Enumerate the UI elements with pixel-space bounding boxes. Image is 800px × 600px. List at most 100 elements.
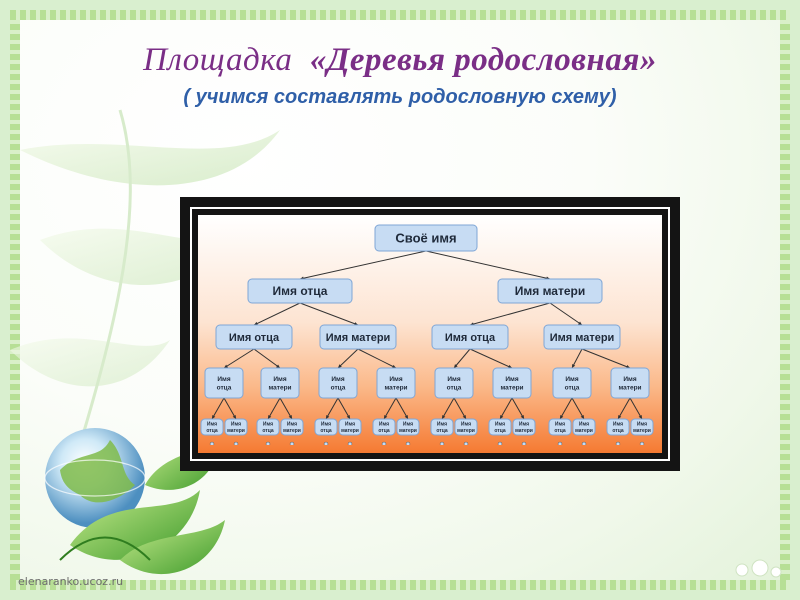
- tree-connector: [358, 349, 396, 368]
- tree-node-ancestor-father: Имяотца: [431, 419, 453, 435]
- tree-node-great-grandfather-label: отца: [565, 384, 580, 391]
- tree-node-great-grandfather-label: Имя: [447, 376, 460, 383]
- tree-node-ancestor-mother-label: матери: [227, 428, 245, 434]
- tree-node-grandfather-label: Имя отца: [229, 332, 280, 344]
- tree-node-great-grandmother-label: матери: [500, 384, 523, 391]
- tree-node-cutoff: [582, 442, 586, 445]
- tree-node-grandmother-label: Имя матери: [326, 332, 391, 344]
- footer-url: elenaranko.ucoz.ru: [18, 575, 123, 588]
- tree-node-ancestor-mother-label: матери: [341, 428, 359, 434]
- tree-node-grandfather-label: Имя отца: [445, 332, 496, 344]
- tree-connector: [454, 398, 466, 419]
- tree-node-ancestor-father-label: Имя: [613, 422, 623, 428]
- tree-connector: [618, 398, 630, 419]
- tree-node-grandmother-label: Имя матери: [550, 332, 615, 344]
- tree-node-ancestor-father-label: отца: [378, 428, 390, 434]
- tree-node-ancestor-mother-label: матери: [515, 428, 533, 434]
- tree-node-self: Своё имя: [375, 225, 477, 251]
- tree-node-ancestor-mother-label: матери: [575, 428, 593, 434]
- tree-node-ancestor-father-label: отца: [206, 428, 218, 434]
- tree-connector: [550, 303, 582, 325]
- tree-node-cutoff: [640, 442, 644, 445]
- tree-node-ancestor-mother: Имяматери: [225, 419, 247, 435]
- tree-connector: [500, 398, 512, 419]
- tree-node-cutoff: [406, 442, 410, 445]
- tree-node-cutoff: [616, 442, 620, 445]
- tree-connector: [268, 398, 280, 419]
- tree-node-great-grandmother-label: матери: [268, 384, 291, 391]
- tree-node-ancestor-father-label: отца: [436, 428, 448, 434]
- tree-node-great-grandfather-label: отца: [217, 384, 232, 391]
- tree-node-ancestor-mother-label: Имя: [637, 422, 647, 428]
- tree-node-cutoff: [210, 442, 214, 445]
- tree-node-ancestor-father-label: Имя: [321, 422, 331, 428]
- tree-node-father: Имя отца: [248, 279, 352, 303]
- tree-node-great-grandfather: Имяотца: [319, 368, 357, 398]
- tree-node-cutoff: [440, 442, 444, 445]
- tree-connector: [442, 398, 454, 419]
- tree-connector: [512, 398, 524, 419]
- tree-connector: [300, 303, 358, 325]
- tree-node-great-grandmother-label: Имя: [389, 376, 402, 383]
- tree-node-ancestor-mother-label: матери: [283, 428, 301, 434]
- tree-node-great-grandmother-label: матери: [618, 384, 641, 391]
- tree-node-ancestor-mother-label: матери: [399, 428, 417, 434]
- tree-node-ancestor-father-label: Имя: [263, 422, 273, 428]
- tree-node-cutoff: [382, 442, 386, 445]
- tree-node-great-grandfather: Имяотца: [435, 368, 473, 398]
- tree-connector: [224, 349, 254, 368]
- tree-node-great-grandfather-label: Имя: [565, 376, 578, 383]
- tree-node-great-grandmother-label: Имя: [505, 376, 518, 383]
- tree-node-ancestor-father: Имяотца: [549, 419, 571, 435]
- tree-connector: [560, 398, 572, 419]
- tree-node-ancestor-mother-label: Имя: [461, 422, 471, 428]
- tree-node-ancestor-mother-label: Имя: [287, 422, 297, 428]
- tree-connector: [300, 251, 426, 279]
- tree-connector: [384, 398, 396, 419]
- tree-node-ancestor-father: Имяотца: [201, 419, 223, 435]
- tree-node-ancestor-mother: Имяматери: [397, 419, 419, 435]
- tree-node-ancestor-father-label: отца: [262, 428, 274, 434]
- tree-node-great-grandmother-label: матери: [384, 384, 407, 391]
- title-quote: «Деревья родословная»: [310, 42, 657, 78]
- tree-connector: [470, 349, 512, 368]
- tree-node-cutoff: [266, 442, 270, 445]
- tree-node-grandfather: Имя отца: [216, 325, 292, 349]
- tree-connector: [280, 398, 292, 419]
- page-title: Площадка «Деревья родословная»: [0, 42, 800, 79]
- tree-node-ancestor-mother: Имяматери: [513, 419, 535, 435]
- tree-node-cutoff: [324, 442, 328, 445]
- tree-node-ancestor-mother-label: Имя: [519, 422, 529, 428]
- family-tree-picture: Своё имяИмя отцаИмя материИмя отцаИмя ма…: [180, 197, 680, 471]
- tree-node-cutoff: [234, 442, 238, 445]
- tree-node-mother: Имя матери: [498, 279, 602, 303]
- tree-connector: [326, 398, 338, 419]
- tree-node-father-label: Имя отца: [273, 284, 328, 298]
- tree-connector: [396, 398, 408, 419]
- tree-node-cutoff: [464, 442, 468, 445]
- tree-connector: [572, 398, 584, 419]
- tree-node-grandmother: Имя матери: [320, 325, 396, 349]
- tree-node-ancestor-mother-label: Имя: [579, 422, 589, 428]
- tree-connector: [454, 349, 470, 368]
- tree-node-cutoff: [348, 442, 352, 445]
- tree-node-ancestor-father-label: отца: [494, 428, 506, 434]
- tree-node-ancestor-father-label: отца: [554, 428, 566, 434]
- tree-connector: [470, 303, 550, 325]
- tree-node-ancestor-father-label: Имя: [555, 422, 565, 428]
- tree-connector: [338, 349, 358, 368]
- tree-connector: [212, 398, 224, 419]
- tree-node-ancestor-father: Имяотца: [607, 419, 629, 435]
- tree-node-great-grandfather-label: Имя: [217, 376, 230, 383]
